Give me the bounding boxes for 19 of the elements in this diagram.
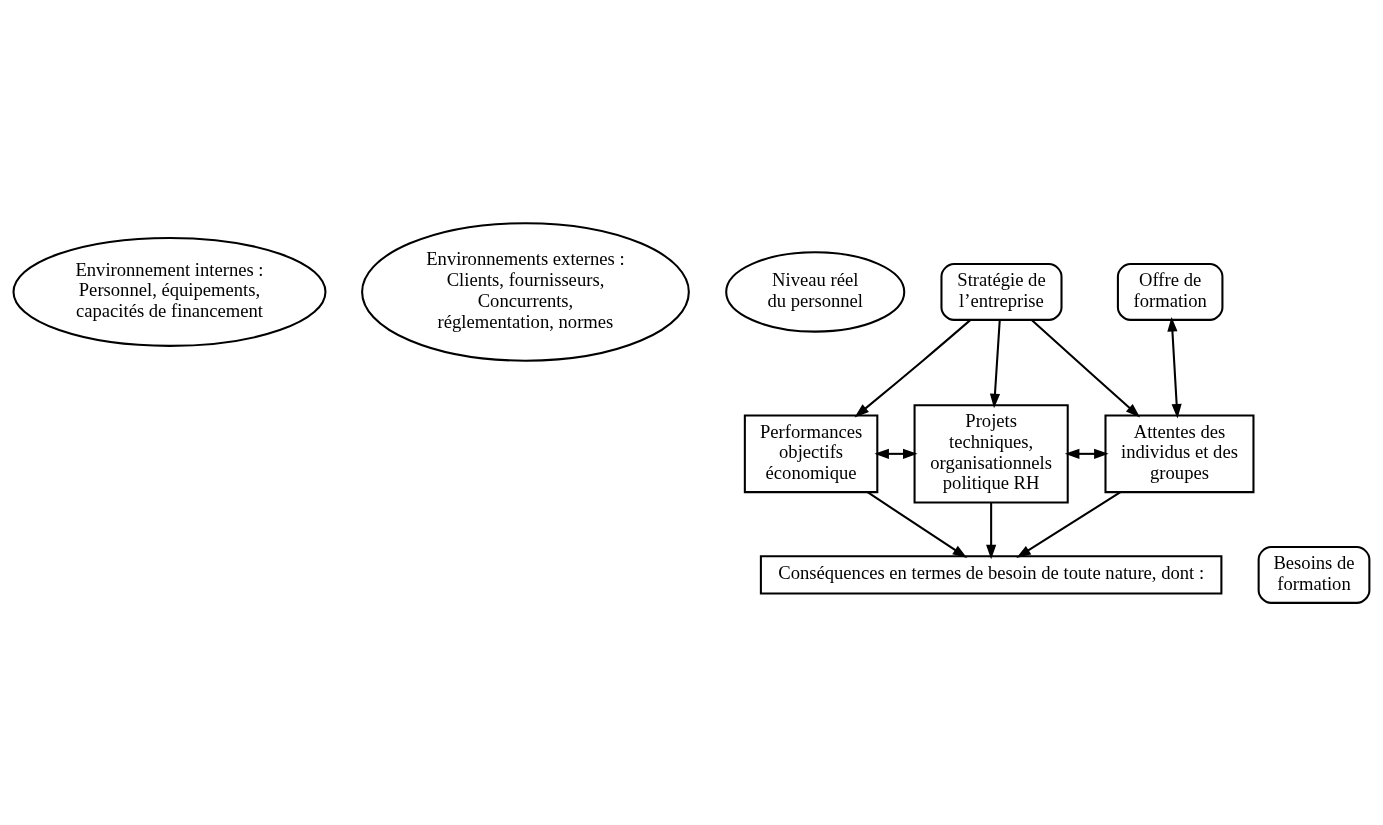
node-box: Stratégie de l’entreprise [940, 262, 1063, 321]
node-box: Conséquences en termes de besoin de toute nature, dont : [759, 554, 1223, 595]
arrow [989, 319, 1001, 408]
arrow [1064, 448, 1109, 459]
arrow [1031, 318, 1141, 417]
node-box: Offre de formation [1116, 262, 1224, 321]
arrow [986, 502, 997, 559]
arrow [854, 318, 971, 417]
arrow [874, 448, 918, 459]
node-box: Attentes des individus et des groupes [1104, 414, 1255, 493]
node-ellipse: Environnements externes : Clients, fournisseurs, Concurrents, réglementation, normes [361, 221, 690, 362]
arrow [1016, 490, 1121, 558]
node-box: Besoins de formation [1257, 545, 1371, 604]
node-ellipse: Niveau réel du personnel [725, 250, 906, 333]
node-box: Performances objectifs économique [743, 414, 879, 493]
node-box: Projets techniques, organisationnels politique RH [913, 403, 1069, 503]
node-ellipse: Environnement internes : Personnel, équipements, capacités de financement [12, 236, 327, 347]
arrow [867, 490, 968, 558]
arrow [1167, 316, 1182, 418]
